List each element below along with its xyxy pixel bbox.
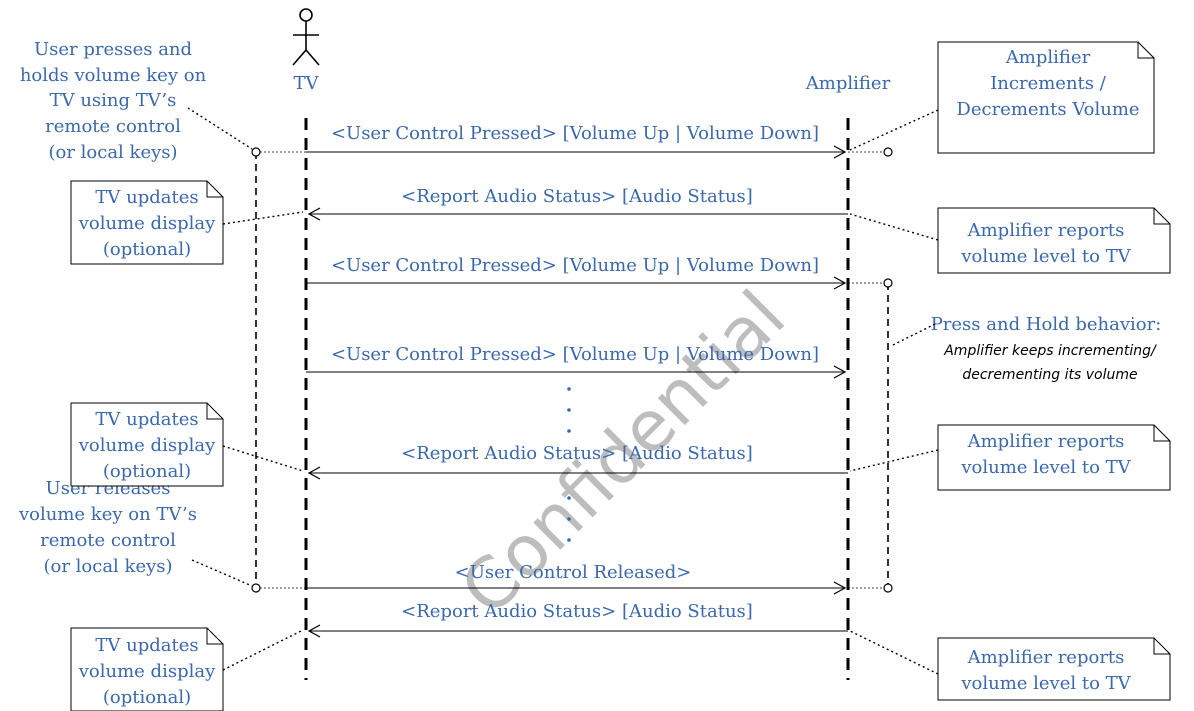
tv-update-note-3: TV updates volume display (optional) — [70, 627, 224, 711]
amp-increments-note-leader — [849, 109, 939, 151]
svg-text:User presses and: User presses and — [34, 39, 192, 60]
message-2: <Report Audio Status> [Audio Status] — [307, 186, 848, 221]
amp-reports-note-1: Amplifier reports volume level to TV — [937, 207, 1171, 274]
svg-text:(optional): (optional) — [103, 461, 191, 482]
svg-text:volume display: volume display — [78, 213, 216, 234]
tv-actor-icon — [292, 8, 320, 66]
tv-update-note-1: TV updates volume display (optional) — [70, 180, 224, 265]
press-hold-note-leader — [890, 323, 936, 347]
svg-text:Increments /: Increments / — [990, 73, 1107, 94]
press-hold-note: Press and Hold behavior: Amplifier keeps… — [931, 314, 1162, 383]
press-annotation: User presses and holds volume key on TV … — [20, 39, 207, 163]
svg-text:Amplifier reports: Amplifier reports — [967, 647, 1125, 668]
press-annotation-leader — [187, 107, 253, 150]
amp-reports-note-3: Amplifier reports volume level to TV — [937, 637, 1171, 701]
svg-text:remote control: remote control — [40, 530, 176, 551]
amp-reports-note-3-leader — [849, 630, 939, 675]
amp-reports-note-1-leader — [849, 213, 939, 241]
message-6-label: <User Control Released> — [455, 562, 692, 583]
message-3-label: <User Control Pressed> [Volume Up | Volu… — [331, 255, 819, 276]
svg-text:Press and Hold behavior:: Press and Hold behavior: — [931, 314, 1162, 335]
message-4-label: <User Control Pressed> [Volume Up | Volu… — [331, 344, 819, 365]
svg-text:(optional): (optional) — [103, 239, 191, 260]
tv-update-note-3-leader — [222, 629, 304, 671]
svg-text:Amplifier: Amplifier — [1005, 47, 1091, 68]
svg-text:holds volume key on: holds volume key on — [20, 65, 207, 86]
svg-text:volume key on TV’s: volume key on TV’s — [18, 504, 197, 525]
svg-text:decrementing its volume: decrementing its volume — [962, 367, 1137, 383]
message-1: <User Control Pressed> [Volume Up | Volu… — [306, 123, 847, 159]
svg-text:(or local keys): (or local keys) — [43, 556, 172, 577]
svg-text:TV updates: TV updates — [95, 635, 198, 656]
tv-update-note-1-leader — [222, 211, 304, 225]
svg-text:remote control: remote control — [45, 116, 181, 137]
svg-text:TV using TV’s: TV using TV’s — [50, 90, 177, 111]
message-7: <Report Audio Status> [Audio Status] — [307, 601, 848, 638]
release-annotation-leader — [191, 559, 253, 587]
svg-text:volume display: volume display — [78, 435, 216, 456]
amp-reports-note-2: Amplifier reports volume level to TV — [937, 424, 1171, 491]
svg-text:(optional): (optional) — [103, 687, 191, 708]
amplifier-actor-label: Amplifier — [805, 73, 891, 94]
svg-text:Amplifier reports: Amplifier reports — [967, 220, 1125, 241]
svg-text:(or local keys): (or local keys) — [48, 142, 177, 163]
amp-increments-note: Amplifier Increments / Decrements Volume — [937, 41, 1155, 154]
continuation-dots-1 — [567, 387, 571, 433]
svg-text:Decrements Volume: Decrements Volume — [956, 99, 1139, 120]
message-3: <User Control Pressed> [Volume Up | Volu… — [306, 255, 847, 290]
message-4: <User Control Pressed> [Volume Up | Volu… — [306, 344, 847, 379]
svg-text:TV updates: TV updates — [95, 409, 198, 430]
svg-text:volume level to TV: volume level to TV — [960, 457, 1131, 478]
svg-text:TV updates: TV updates — [95, 187, 198, 208]
endpoint-circles — [251, 147, 893, 593]
tv-update-note-2: TV updates volume display (optional) — [70, 402, 224, 487]
message-5-label: <Report Audio Status> [Audio Status] — [401, 443, 753, 464]
svg-text:volume level to TV: volume level to TV — [960, 673, 1131, 694]
svg-text:volume display: volume display — [78, 661, 216, 682]
message-7-label: <Report Audio Status> [Audio Status] — [401, 601, 753, 622]
svg-text:Amplifier reports: Amplifier reports — [967, 431, 1125, 452]
message-5: <Report Audio Status> [Audio Status] — [307, 443, 848, 480]
release-annotation: User releases volume key on TV’s remote … — [18, 478, 197, 577]
message-1-label: <User Control Pressed> [Volume Up | Volu… — [331, 123, 819, 144]
svg-text:Amplifier keeps incrementing/: Amplifier keeps incrementing/ — [943, 343, 1157, 359]
svg-text:volume level to TV: volume level to TV — [960, 246, 1131, 267]
continuation-dots-2 — [567, 496, 571, 542]
message-2-label: <Report Audio Status> [Audio Status] — [401, 186, 753, 207]
tv-actor-label: TV — [293, 73, 319, 94]
tv-update-note-2-leader — [222, 445, 304, 472]
message-6: <User Control Released> — [306, 562, 847, 595]
amp-reports-note-2-leader — [849, 449, 939, 472]
